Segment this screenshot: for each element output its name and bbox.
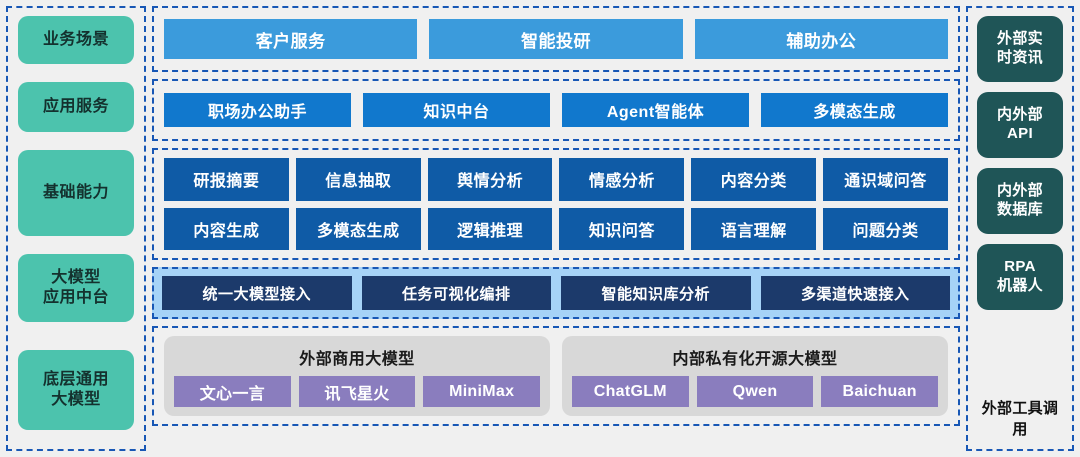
model-chip[interactable]: Qwen: [696, 376, 814, 407]
capability-row: 内容生成 多模态生成 逻辑推理 知识问答 语言理解 问题分类: [164, 207, 948, 250]
model-panel-title: 内部私有化开源大模型: [672, 351, 838, 368]
capability-tile[interactable]: 情感分析: [559, 158, 685, 201]
app-service-tile[interactable]: Agent智能体: [562, 93, 749, 127]
app-service-tile[interactable]: 多模态生成: [761, 93, 948, 127]
layer-label-basic-capabilities: 基础能力: [18, 150, 134, 236]
model-chip[interactable]: 讯飞星火: [298, 376, 416, 407]
scenario-tile[interactable]: 智能投研: [429, 19, 683, 59]
layer-label-business-scenarios: 业务场景: [18, 16, 134, 64]
business-scenarios-band: 客户服务 智能投研 辅助办公: [152, 6, 960, 72]
tool-box-internal-external-database[interactable]: 内外部数据库: [977, 168, 1063, 234]
external-commercial-models-panel: 外部商用大模型 文心一言 讯飞星火 MiniMax: [164, 336, 550, 416]
layer-labels-column: 业务场景 应用服务 基础能力 大模型应用中台 底层通用大模型: [6, 6, 146, 451]
scenario-tile[interactable]: 客户服务: [164, 19, 418, 59]
capability-row: 研报摘要 信息抽取 舆情分析 情感分析 内容分类 通识域问答: [164, 158, 948, 201]
scenario-tile[interactable]: 辅助办公: [694, 19, 948, 59]
capability-tile[interactable]: 舆情分析: [427, 158, 553, 201]
capability-tile[interactable]: 研报摘要: [164, 158, 289, 201]
capability-tile[interactable]: 逻辑推理: [427, 207, 553, 250]
model-panel-title: 外部商用大模型: [299, 351, 415, 368]
capability-tile[interactable]: 通识域问答: [823, 158, 948, 201]
layer-label-model-platform: 大模型应用中台: [18, 254, 134, 322]
app-service-tile[interactable]: 知识中台: [363, 93, 550, 127]
model-chip[interactable]: 文心一言: [174, 376, 291, 407]
platform-tile[interactable]: 多渠道快速接入: [760, 276, 950, 310]
internal-opensource-models-panel: 内部私有化开源大模型 ChatGLM Qwen Baichuan: [562, 336, 948, 416]
model-chip-group: 文心一言 讯飞星火 MiniMax: [174, 376, 541, 407]
capability-tile[interactable]: 知识问答: [559, 207, 685, 250]
model-chip-group: ChatGLM Qwen Baichuan: [572, 376, 939, 407]
external-tools-caption: 外部工具调用: [981, 400, 1059, 438]
capability-tile[interactable]: 信息抽取: [295, 158, 421, 201]
model-chip[interactable]: ChatGLM: [572, 376, 689, 407]
model-platform-band: 统一大模型接入 任务可视化编排 智能知识库分析 多渠道快速接入: [152, 267, 960, 319]
foundation-models-band: 外部商用大模型 文心一言 讯飞星火 MiniMax 内部私有化开源大模型 Cha…: [152, 326, 960, 426]
app-service-tile[interactable]: 职场办公助手: [164, 93, 351, 127]
tool-box-external-realtime-news[interactable]: 外部实时资讯: [977, 16, 1063, 82]
application-services-band: 职场办公助手 知识中台 Agent智能体 多模态生成: [152, 79, 960, 141]
main-content-column: 客户服务 智能投研 辅助办公 职场办公助手 知识中台 Agent智能体 多模态生…: [152, 6, 960, 451]
layer-label-application-services: 应用服务: [18, 82, 134, 132]
layer-label-foundation-models: 底层通用大模型: [18, 350, 134, 430]
basic-capabilities-band: 研报摘要 信息抽取 舆情分析 情感分析 内容分类 通识域问答 内容生成 多模态生…: [152, 148, 960, 260]
capability-tile[interactable]: 多模态生成: [295, 207, 421, 250]
platform-tile[interactable]: 统一大模型接入: [162, 276, 352, 310]
capability-tile[interactable]: 内容分类: [691, 158, 817, 201]
platform-tile[interactable]: 智能知识库分析: [561, 276, 751, 310]
capability-tile[interactable]: 内容生成: [164, 207, 289, 250]
platform-tile[interactable]: 任务可视化编排: [361, 276, 551, 310]
capability-tile[interactable]: 语言理解: [691, 207, 817, 250]
model-chip[interactable]: Baichuan: [821, 376, 939, 407]
capability-tile[interactable]: 问题分类: [823, 207, 948, 250]
model-chip[interactable]: MiniMax: [423, 376, 541, 407]
